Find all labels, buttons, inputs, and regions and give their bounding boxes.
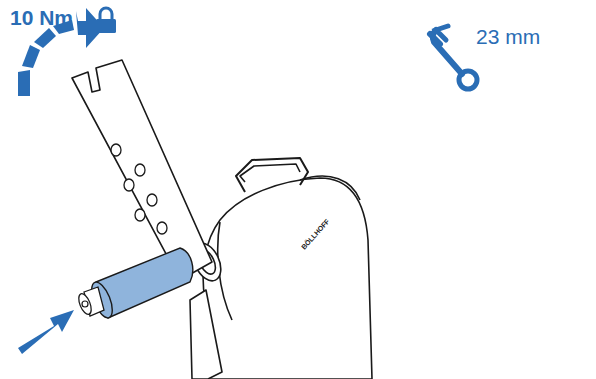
push-arrow (18, 310, 74, 354)
torque-value: 10 Nm (10, 6, 73, 30)
wrench-size: 23 mm (476, 25, 540, 49)
wrench-icon (430, 26, 477, 89)
nozzle-sleeve (76, 248, 193, 321)
riveting-tool (188, 158, 372, 379)
lock-icon (96, 8, 116, 33)
spanner-bar (72, 60, 212, 280)
